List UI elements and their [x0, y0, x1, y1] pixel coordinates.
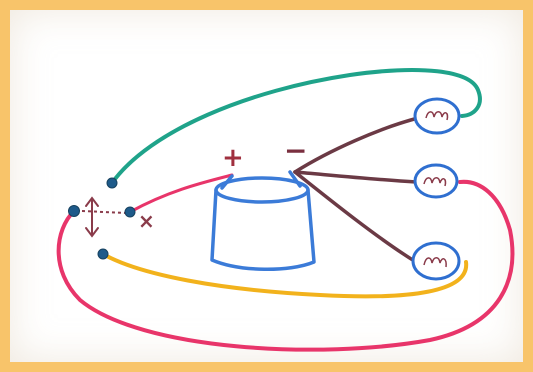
bulb-icon	[413, 97, 461, 135]
terminal-top	[106, 177, 118, 189]
terminals	[68, 177, 136, 260]
battery-minus-label: −	[284, 134, 307, 167]
bulb-icon	[413, 163, 459, 199]
brown-wires	[293, 116, 420, 264]
battery	[210, 170, 316, 272]
orange-wire	[101, 252, 469, 299]
teal-wire	[110, 68, 482, 185]
battery-plus-label: +	[222, 143, 244, 173]
terminal-left	[68, 205, 80, 217]
switch-arrow	[85, 196, 99, 238]
terminal-bottom	[97, 248, 109, 260]
red-wire-outer	[56, 179, 515, 352]
switch-x-mark: ×	[138, 209, 155, 233]
switch	[81, 196, 127, 238]
bulb-icon	[411, 241, 461, 281]
red-wire-plus	[128, 173, 234, 214]
terminal-switch	[124, 206, 136, 218]
